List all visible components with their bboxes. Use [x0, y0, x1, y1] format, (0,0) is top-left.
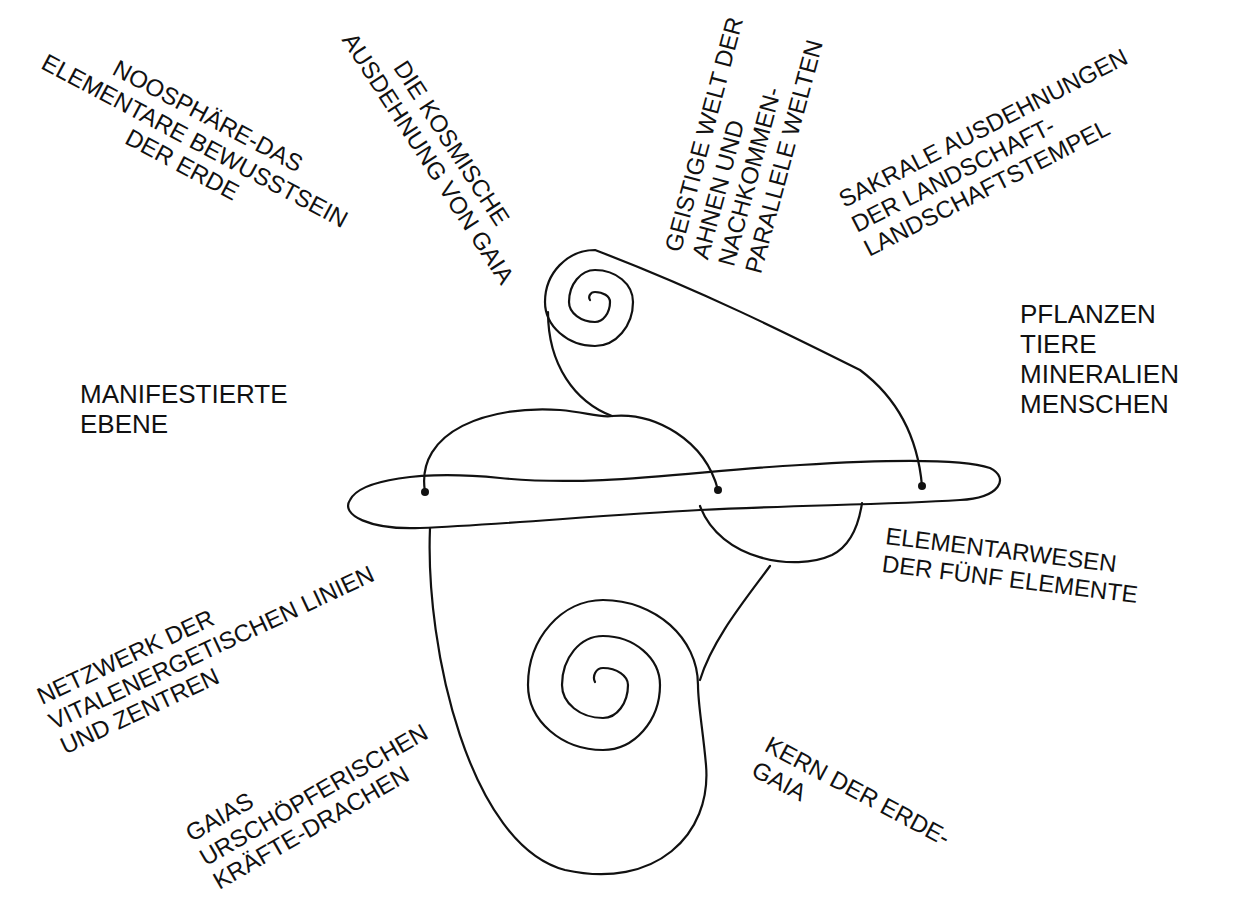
label-anchor: SAKRALE AUSDEHNUNGEN DER LANDSCHAFT- LAN… [834, 38, 1166, 262]
label-anchor: DIE KOSMISCHE AUSDEHNUNG VON GAIA [332, 6, 547, 296]
lobe-link [700, 566, 770, 680]
label-anchor: NETZWERK DER VITALENERGETISCHEN LINIEN U… [32, 530, 398, 759]
layer-label: GAIAS URSCHÖPFERISCHEN KRÄFTE-DRACHEN [180, 685, 460, 894]
lower-lobe [700, 503, 862, 562]
layer-label: DIE KOSMISCHE AUSDEHNUNG VON GAIA [332, 6, 547, 296]
label-anchor: PFLANZEN TIERE MINERALIEN MENSCHEN [1020, 300, 1220, 420]
layer-label: NOOSPHÄRE-DAS ELEMENTARE BEWUSSTSEIN DER… [17, 19, 374, 261]
layer-label: NETZWERK DER VITALENERGETISCHEN LINIEN U… [32, 530, 398, 759]
label-anchor: KERN DER ERDE- GAIA [747, 730, 963, 880]
label-anchor: GAIAS URSCHÖPFERISCHEN KRÄFTE-DRACHEN [180, 685, 460, 894]
layer-label: SAKRALE AUSDEHNUNGEN DER LANDSCHAFT- LAN… [834, 38, 1166, 262]
spiral-arm [548, 312, 612, 416]
layer-label: GEISTIGE WELT DER AHNEN UND NACHKOMMEN- … [659, 6, 830, 276]
label-anchor: ELEMENTARWESEN DER FÜNF ELEMENTE [880, 522, 1150, 609]
lower-spiral [430, 528, 707, 874]
upper-spiral [545, 250, 922, 486]
junction-dot [421, 488, 429, 496]
layer-label: KERN DER ERDE- GAIA [747, 730, 963, 880]
layer-label: ELEMENTARWESEN DER FÜNF ELEMENTE [880, 522, 1150, 609]
junction-dot [714, 486, 722, 494]
label-anchor: MANIFESTIERTE EBENE [80, 380, 300, 440]
junction-dot [918, 482, 926, 490]
label-anchor: NOOSPHÄRE-DAS ELEMENTARE BEWUSSTSEIN DER… [17, 19, 374, 261]
layer-label: PFLANZEN TIERE MINERALIEN MENSCHEN [1020, 300, 1220, 420]
upper-loop [424, 409, 718, 492]
layer-label: MANIFESTIERTE EBENE [80, 380, 300, 440]
manifest-band [348, 461, 1000, 528]
label-anchor: GEISTIGE WELT DER AHNEN UND NACHKOMMEN- … [659, 6, 830, 276]
